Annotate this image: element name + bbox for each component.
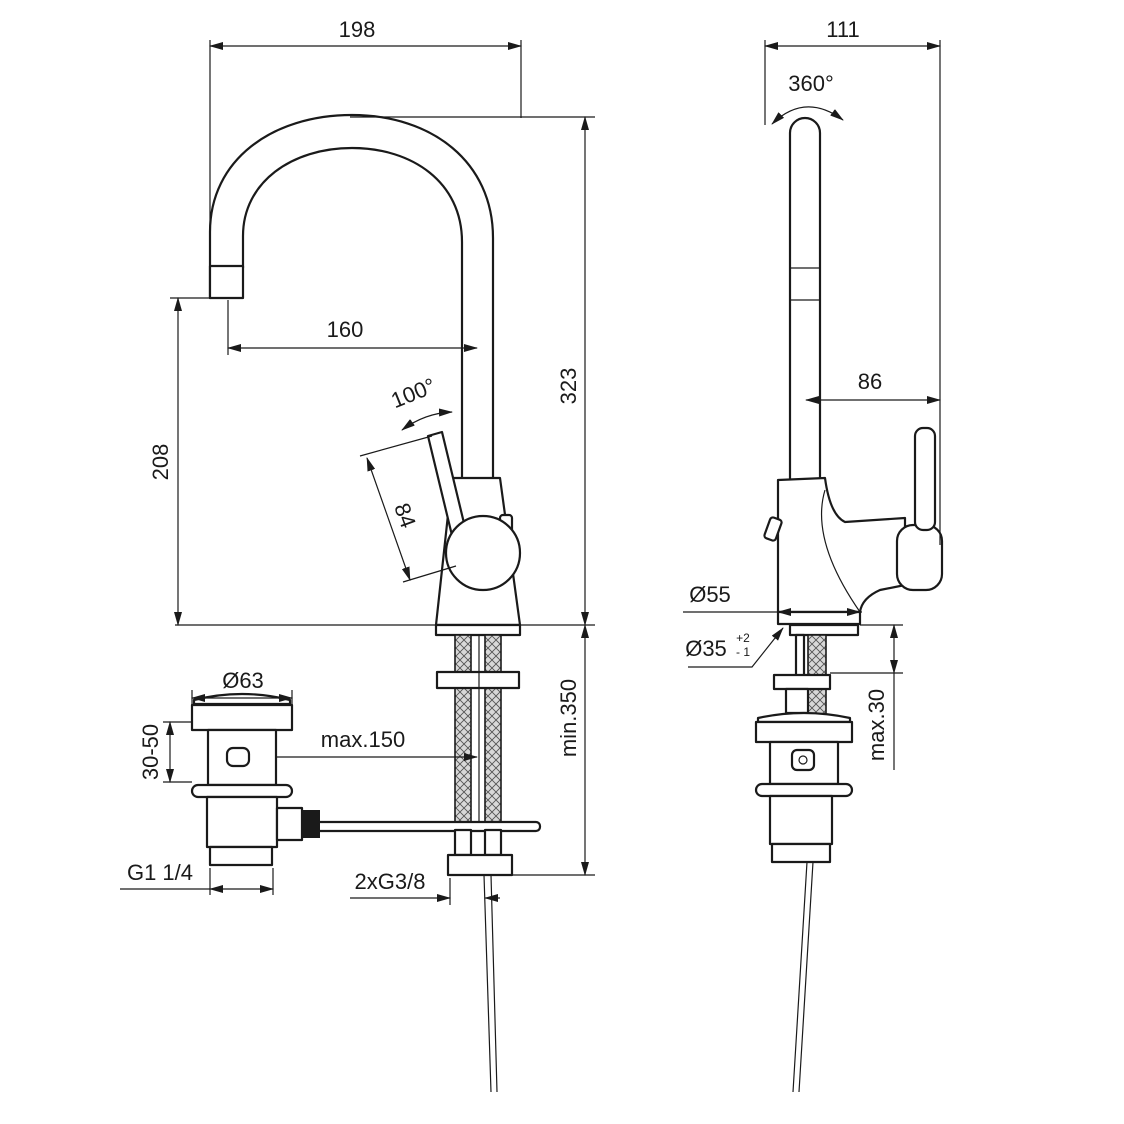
dim-pull-rod: max.150 [321,727,405,752]
dim-hole-diameter: Ø35 [685,636,727,661]
dim-waste-thread: G1 1/4 [127,860,193,885]
dim-depth: 111 [826,17,859,42]
dim-lever-length: 84 [389,500,421,532]
dim-waste-diameter: Ø63 [222,668,264,693]
dim-spout-height: 208 [148,444,173,481]
dim-hole-tolerance-minus: - 1 [736,645,750,659]
dim-deck-thickness: max.30 [864,689,889,761]
dim-below-deck: min.350 [556,679,581,757]
side-view-faucet [754,116,944,1093]
dim-width: 198 [339,17,376,42]
lever-handle [426,430,522,592]
front-view-faucet [208,113,542,1093]
dim-lever-angle: 100° [387,373,439,413]
dim-hole-tolerance-plus: +2 [736,631,750,645]
dim-waste-height: 30-50 [138,724,163,780]
dim-rotation: 360° [788,71,834,96]
dim-reach: 160 [327,317,364,342]
popup-waste [190,692,320,867]
dim-base-diameter: Ø55 [689,582,731,607]
dim-lever-offset: 86 [858,369,882,394]
waste-dimensions: Ø63 30-50 G1 1/4 [120,668,293,895]
side-dimensions: 111 360° 86 Ø55 Ø35 +2 - 1 max.30 [683,17,941,770]
dim-height: 323 [556,368,581,405]
dim-connection: 2xG3/8 [355,869,426,894]
